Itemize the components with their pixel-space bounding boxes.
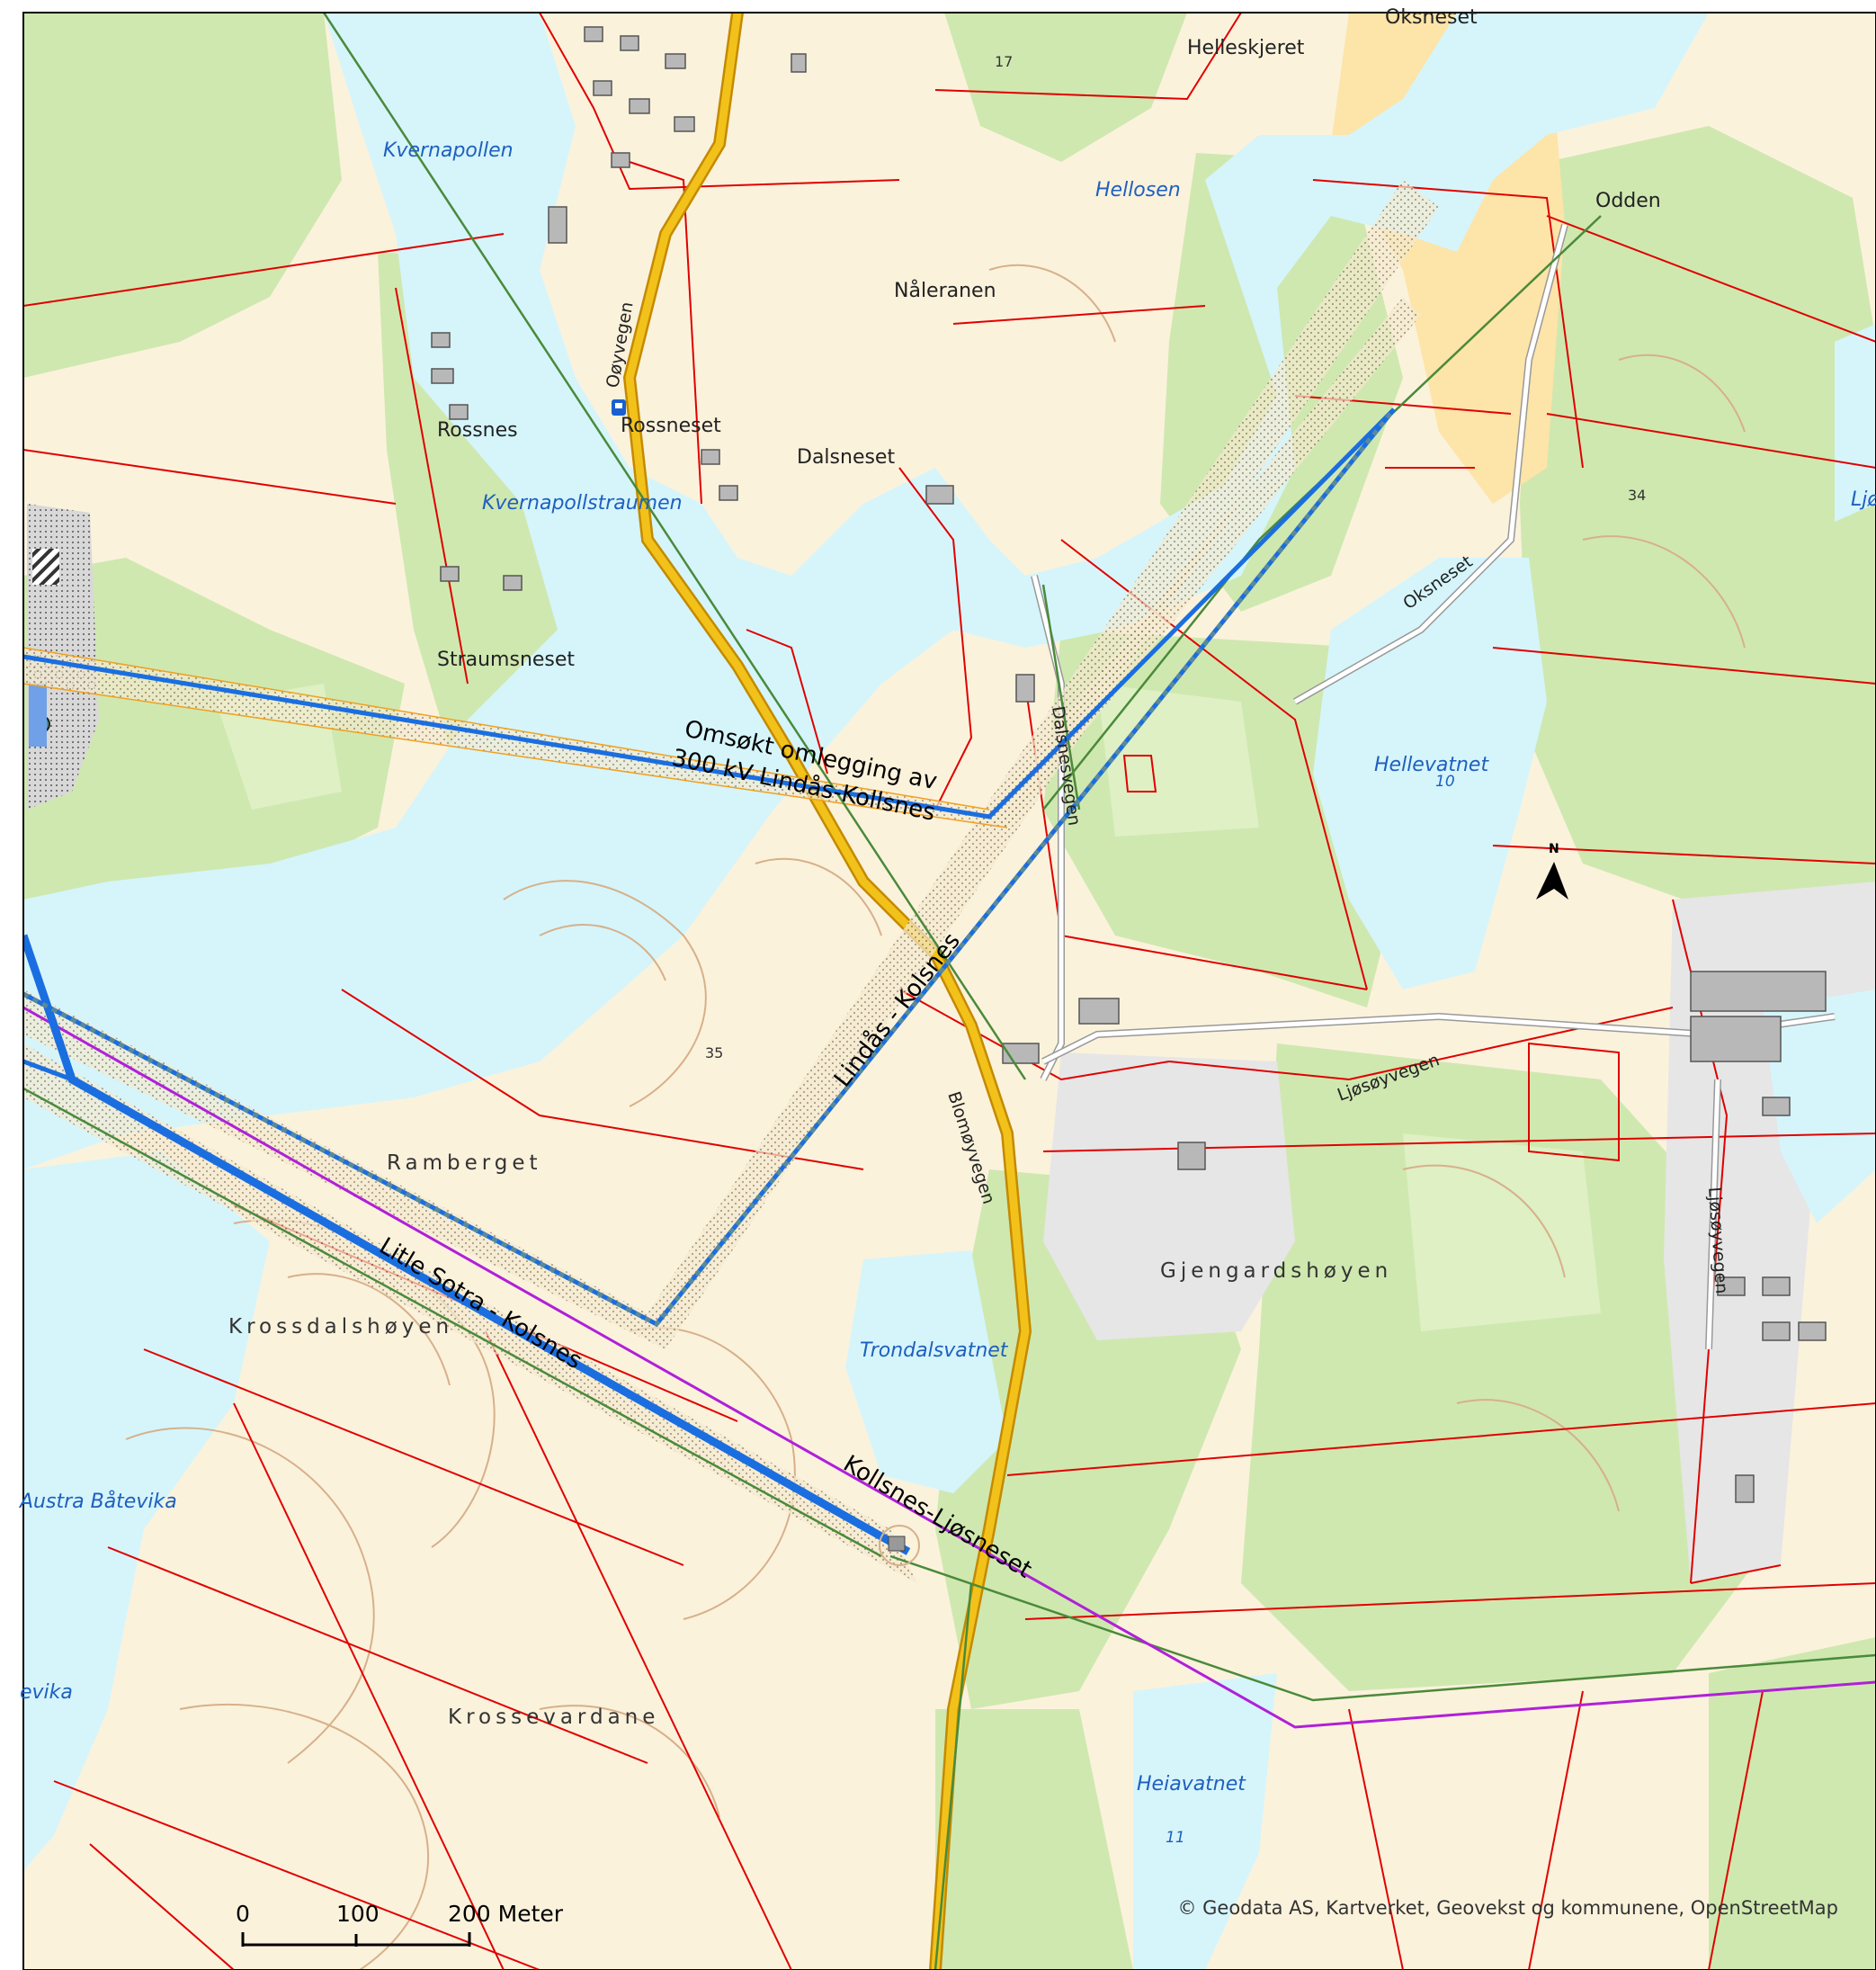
label-height-11: 11 — [1166, 1829, 1185, 1847]
label-heiavatnet: Heiavatnet — [1137, 1773, 1246, 1795]
powerline-purple-kollsnes-ljosneset — [23, 1006, 1876, 1729]
label-helleskjeret: Helleskjeret — [1187, 37, 1305, 59]
scale-label-200-meter: 200 Meter — [448, 1901, 564, 1927]
substation-marker[interactable] — [879, 1525, 920, 1566]
map-attribution: © Geodata AS, Kartverket, Geovekst og ko… — [1177, 1897, 1838, 1919]
label-height-34: 34 — [1628, 487, 1646, 504]
water-labels: Kvernapollen Hellosen Kvernapollstraumen… — [18, 139, 1876, 1795]
water-areas — [23, 13, 1876, 1970]
powerlines-green — [23, 13, 1876, 1970]
place-labels: Oksneset Helleskjeret Odden Nåleranen Ro… — [437, 6, 1661, 671]
label-height-35: 35 — [705, 1044, 723, 1061]
label-trondalsvatnet: Trondalsvatnet — [860, 1339, 1009, 1362]
label-gjengardshoyen: Gjengardshøyen — [1160, 1259, 1392, 1283]
scale-label-100: 100 — [336, 1901, 380, 1927]
label-austra-batevika: Austra Båtevika — [18, 1490, 177, 1513]
label-ramberget: Ramberget — [387, 1151, 542, 1175]
label-evika: evika — [20, 1681, 73, 1704]
label-ljo: Ljø — [1851, 488, 1876, 511]
label-dalsneset: Dalsneset — [797, 446, 895, 469]
scale-bar: 0 100 200 Meter — [236, 1901, 564, 1947]
bus-stop-icon[interactable] — [612, 399, 626, 416]
label-height-10: 10 — [1435, 773, 1455, 791]
north-arrow-label: N — [1549, 842, 1559, 856]
contour-lines — [125, 264, 1746, 1970]
north-arrow-icon: N — [1536, 842, 1568, 900]
label-kvernapollen: Kvernapollen — [383, 139, 514, 162]
label-naleranen: Nåleranen — [894, 279, 996, 302]
terrain-labels: Ramberget Krossdalshøyen Gjengardshøyen … — [228, 1151, 1392, 1729]
label-rossneset: Rossneset — [621, 415, 721, 437]
powerlines-blue — [23, 407, 1396, 1555]
scale-label-0: 0 — [236, 1901, 250, 1927]
label-krossevardane: Krossevardane — [448, 1706, 659, 1729]
label-straumsneset: Straumsneset — [437, 649, 575, 671]
map-frame — [22, 12, 1876, 1970]
label-kvernapollstraumen: Kvernapollstraumen — [482, 492, 683, 515]
height-labels: 17 34 35 10 11 — [705, 53, 1646, 1847]
label-odden: Odden — [1595, 190, 1661, 212]
label-hellosen: Hellosen — [1095, 179, 1181, 201]
label-hellevatnet: Hellevatnet — [1374, 754, 1489, 776]
property-boundaries — [23, 13, 1876, 1970]
label-height-17: 17 — [995, 53, 1013, 70]
forest-light-areas — [216, 684, 1601, 1331]
label-krossdalshoyen: Krossdalshøyen — [228, 1315, 453, 1339]
label-oksneset: Oksneset — [1385, 6, 1478, 29]
buildings — [431, 26, 1827, 1503]
substation-building — [888, 1536, 906, 1552]
label-rossnes: Rossnes — [437, 419, 518, 442]
